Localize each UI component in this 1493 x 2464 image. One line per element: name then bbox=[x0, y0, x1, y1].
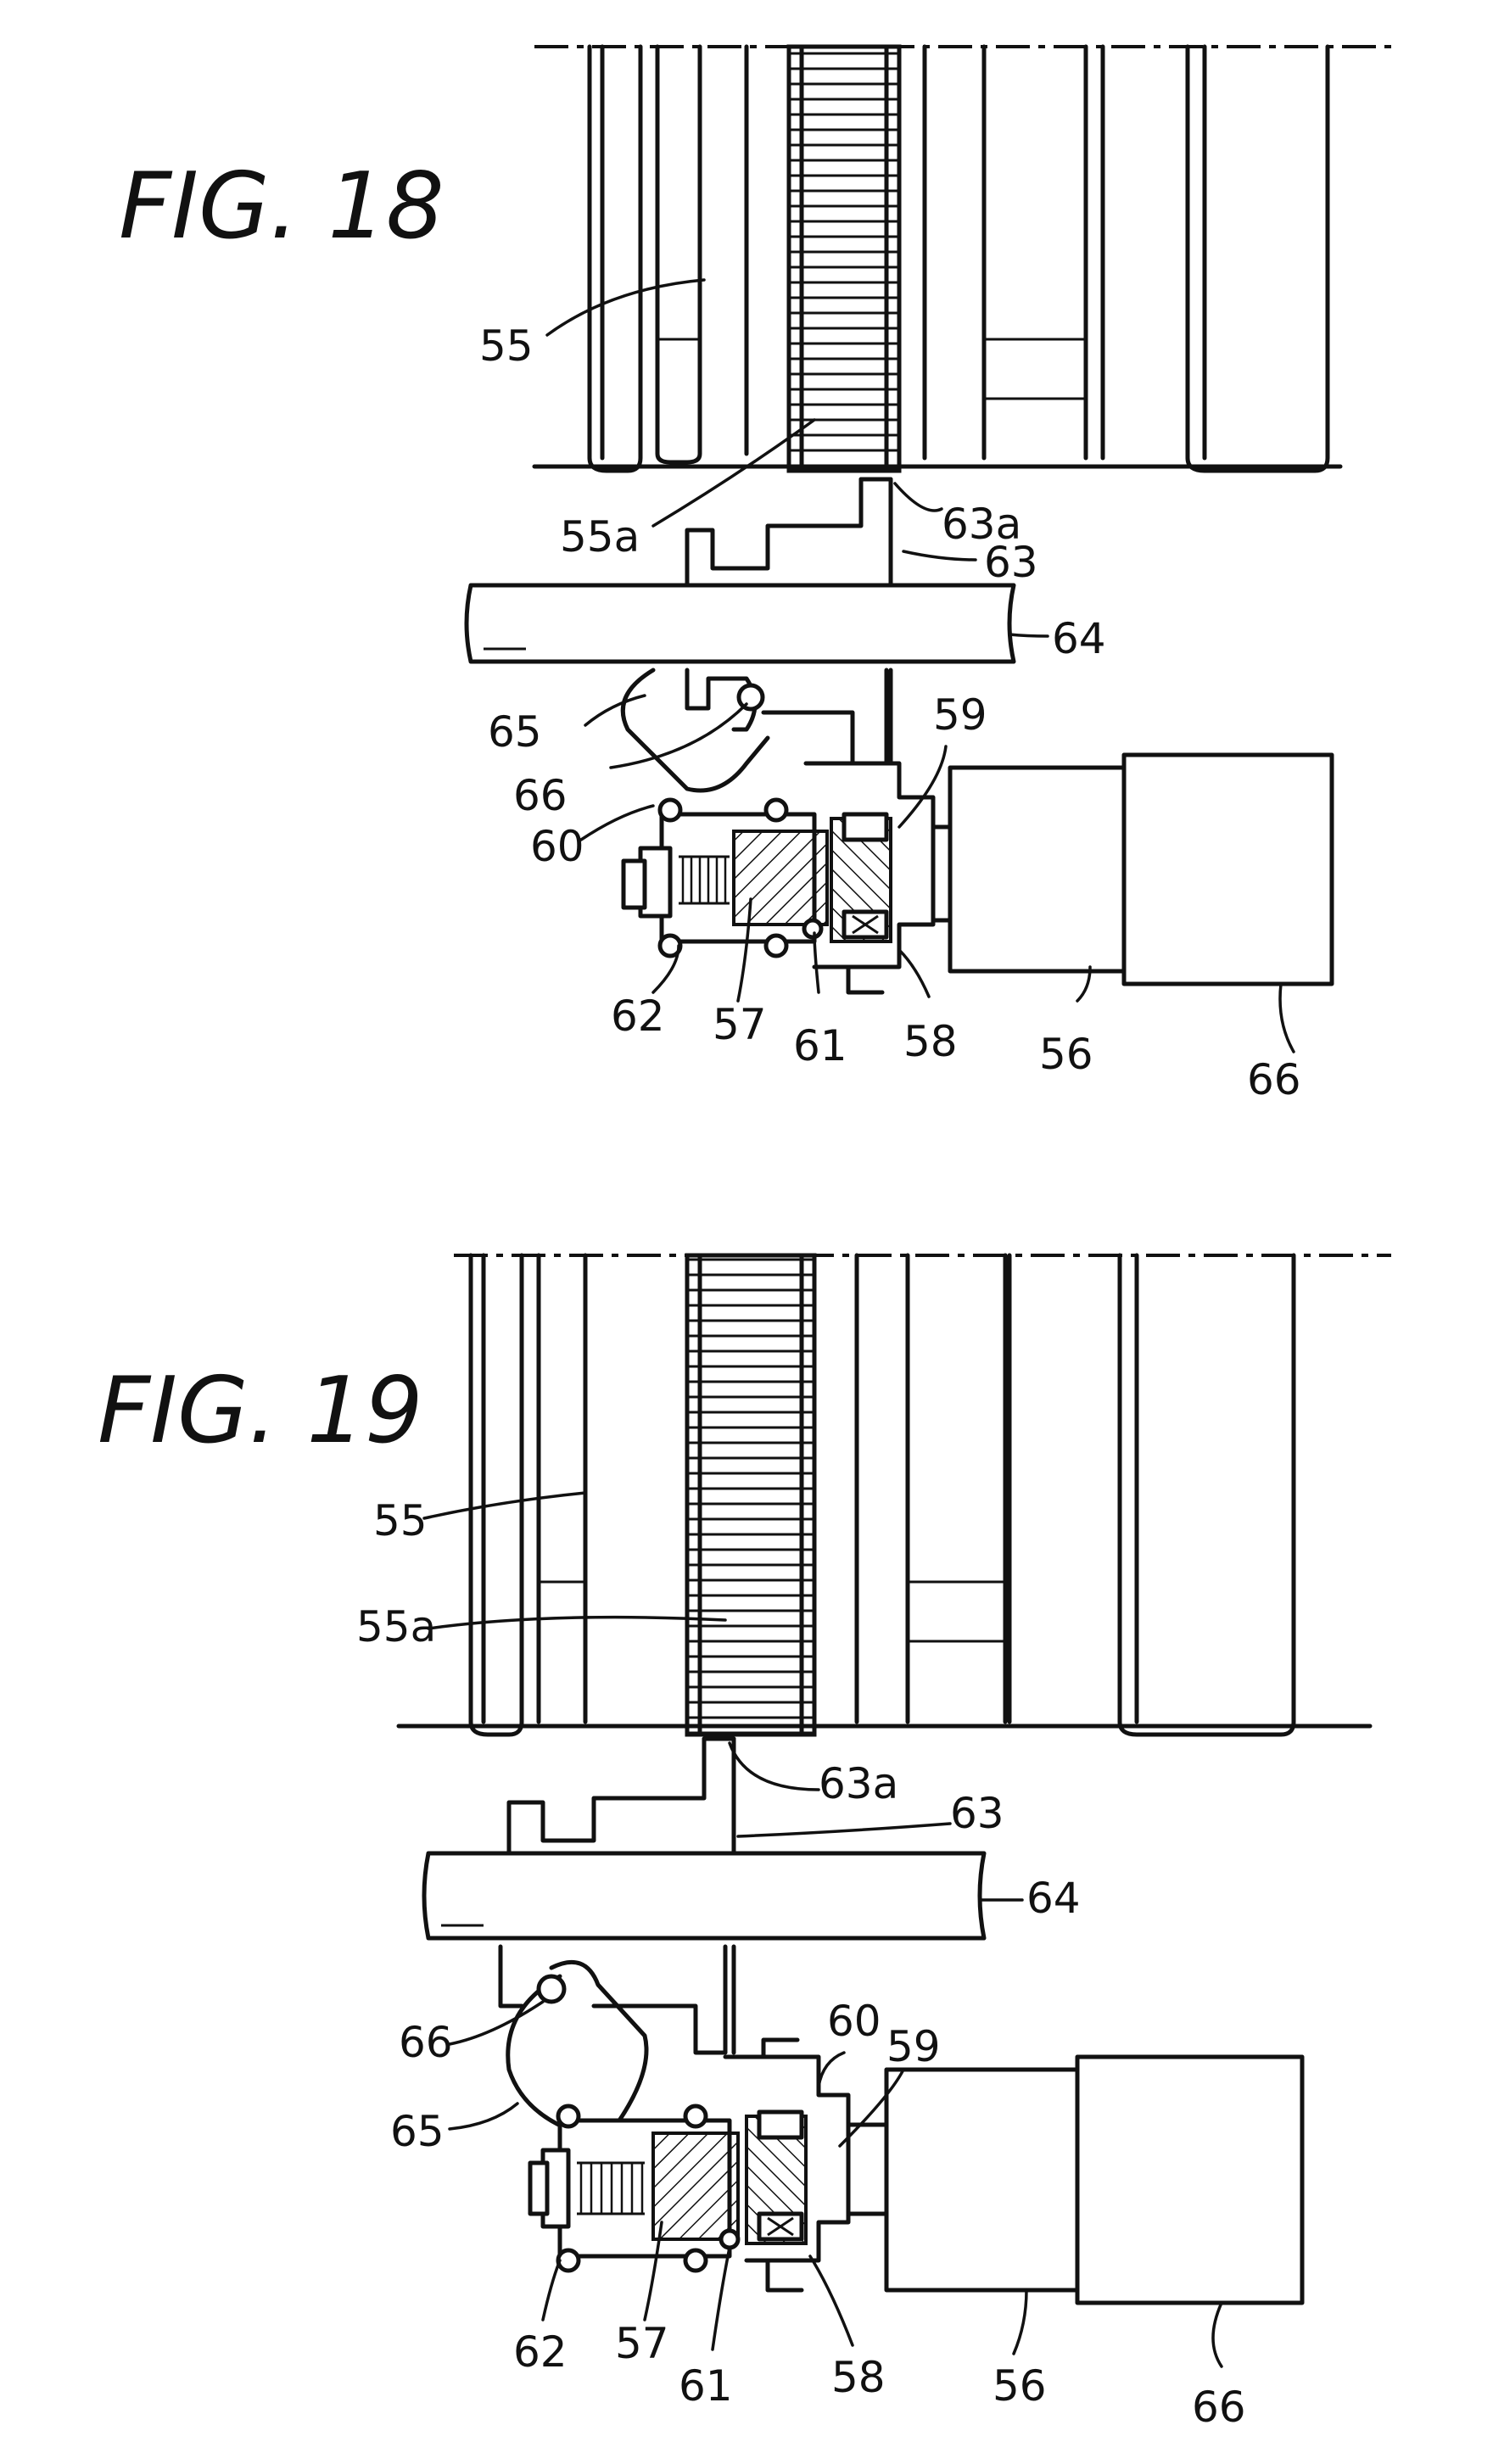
fig18-label-66a: 66 bbox=[513, 771, 568, 820]
fig18-leader-lines bbox=[545, 278, 1295, 1053]
fig19-label-55a: 55a bbox=[356, 1602, 436, 1651]
fig18-label-64: 64 bbox=[1052, 614, 1106, 663]
fig18-label-62: 62 bbox=[611, 992, 665, 1041]
fig19-gear-55a bbox=[685, 1253, 817, 1737]
fig19-label-64: 64 bbox=[1026, 1874, 1081, 1923]
fig18-label-55a: 55a bbox=[560, 512, 640, 562]
fig18-lever-63 bbox=[685, 477, 893, 588]
fig18-clutch-assembly bbox=[621, 761, 953, 995]
fig18-cam-65 bbox=[620, 668, 893, 793]
fig18-gear-55a bbox=[786, 44, 902, 473]
figure-18: FIG. 18 bbox=[119, 44, 1391, 1104]
fig18-label-63a: 63a bbox=[942, 500, 1021, 549]
fig19-lever-63 bbox=[506, 1736, 736, 1856]
fig18-label-60: 60 bbox=[530, 822, 584, 871]
fig18-label-55: 55 bbox=[479, 321, 534, 371]
fig18-pin-66 bbox=[736, 683, 765, 712]
fig19-label-56: 56 bbox=[993, 2361, 1047, 2411]
fig19-label-65: 65 bbox=[390, 2107, 445, 2156]
figure-19-title: FIG. 19 bbox=[98, 1358, 423, 1464]
fig19-label-60: 60 bbox=[827, 1997, 881, 2046]
fig19-label-63a: 63a bbox=[819, 1759, 898, 1808]
fig18-label-59: 59 bbox=[933, 690, 987, 740]
fig18-label-58: 58 bbox=[903, 1017, 958, 1066]
fig18-label-66b: 66 bbox=[1247, 1055, 1301, 1104]
fig19-motor-56 bbox=[884, 2067, 1084, 2293]
fig18-label-61: 61 bbox=[793, 1021, 847, 1070]
fig19-bar-64 bbox=[422, 1851, 987, 1941]
fig19-label-61: 61 bbox=[679, 2361, 733, 2411]
fig18-label-57: 57 bbox=[713, 1000, 767, 1049]
fig18-label-63: 63 bbox=[984, 538, 1038, 587]
fig19-pin-66 bbox=[536, 1974, 567, 2004]
fig19-leader-lines bbox=[422, 1491, 1223, 2368]
fig19-spring-57 bbox=[577, 2161, 645, 2215]
fig19-label-63: 63 bbox=[950, 1789, 1004, 1838]
fig18-motor-56 bbox=[948, 765, 1131, 974]
fig19-label-55: 55 bbox=[373, 1496, 428, 1545]
fig18-labels: 55 55a 63a 63 64 65 66 59 60 62 57 61 58… bbox=[479, 321, 1301, 1104]
fig19-label-57: 57 bbox=[615, 2319, 669, 2368]
fig18-roller-55 bbox=[532, 44, 1343, 473]
fig19-clutch-assembly bbox=[528, 2037, 889, 2293]
fig19-label-66b: 66 bbox=[1192, 2383, 1246, 2432]
fig18-spring-57 bbox=[679, 855, 730, 905]
fig18-motor-body-66 bbox=[1121, 752, 1334, 986]
fig18-label-56: 56 bbox=[1039, 1030, 1093, 1079]
figure-19: FIG. 19 bbox=[98, 1253, 1391, 2432]
fig19-cam-65 bbox=[498, 1944, 736, 2140]
figure-18-title: FIG. 18 bbox=[119, 154, 445, 260]
fig19-labels: 55 55a 63a 63 64 66 65 60 59 62 57 61 58… bbox=[356, 1496, 1246, 2432]
fig19-label-58: 58 bbox=[831, 2353, 886, 2402]
fig19-label-66a: 66 bbox=[399, 2018, 453, 2067]
fig18-bar-64 bbox=[464, 583, 1016, 664]
fig19-roller-55 bbox=[396, 1253, 1373, 1737]
fig19-label-59: 59 bbox=[886, 2022, 941, 2071]
fig19-motor-body-66 bbox=[1075, 2054, 1305, 2305]
fig18-label-65: 65 bbox=[488, 707, 542, 757]
fig19-label-62: 62 bbox=[513, 2327, 568, 2377]
